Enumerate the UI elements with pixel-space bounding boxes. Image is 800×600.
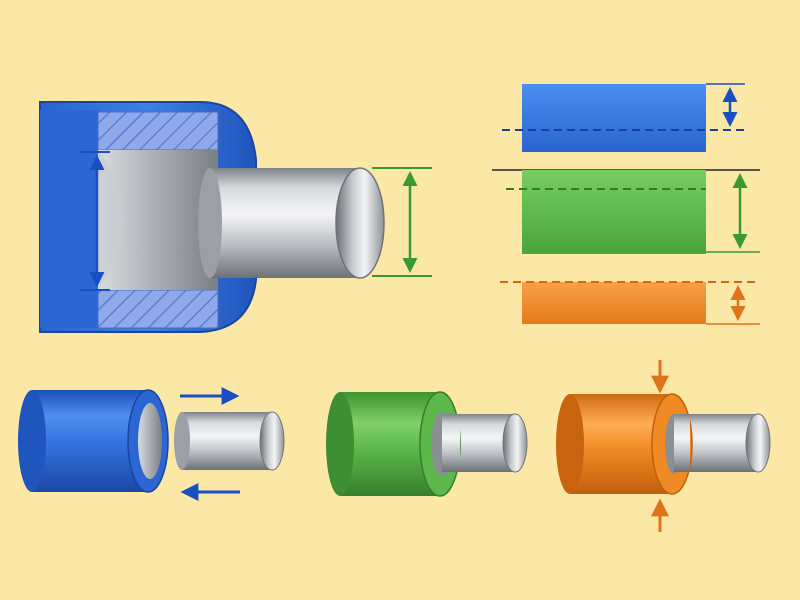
blue-sleeve-body	[32, 390, 148, 492]
orange-shaft-body	[672, 414, 758, 472]
green-sleeve-body	[340, 392, 440, 496]
green-shaft-end-face	[502, 413, 528, 473]
orange-sleeve-body	[570, 394, 672, 494]
orange-sleeve-rear	[556, 394, 584, 494]
shaft-rear	[198, 168, 222, 278]
cutaway-assembly	[39, 101, 432, 333]
green-tolerance-bar	[522, 170, 706, 254]
orange-shaft-end-face	[745, 413, 771, 473]
clearance-fit	[18, 387, 285, 501]
orange-shaft-exit	[674, 414, 690, 472]
shaft-body	[210, 168, 360, 278]
small-shaft-end-face	[259, 411, 285, 471]
housing-front-face	[40, 110, 98, 328]
tolerance-bars	[492, 83, 760, 325]
blue-sleeve-rear	[18, 390, 46, 492]
interference-fit	[556, 360, 771, 532]
green-shaft-exit	[442, 414, 460, 472]
blue-sleeve-bore	[138, 403, 162, 479]
transition-fit	[326, 391, 528, 497]
bore-interior	[98, 150, 218, 290]
hatched-section-bottom	[97, 289, 219, 329]
orange-tolerance-bar	[522, 282, 706, 324]
small-shaft-body	[182, 412, 272, 470]
green-sleeve-rear	[326, 392, 354, 496]
small-shaft-rear	[174, 412, 190, 470]
bore-inner-shade	[98, 150, 124, 290]
blue-tolerance-bar	[522, 84, 706, 152]
shaft-end-face	[335, 167, 385, 279]
hatched-section-top	[97, 111, 219, 151]
